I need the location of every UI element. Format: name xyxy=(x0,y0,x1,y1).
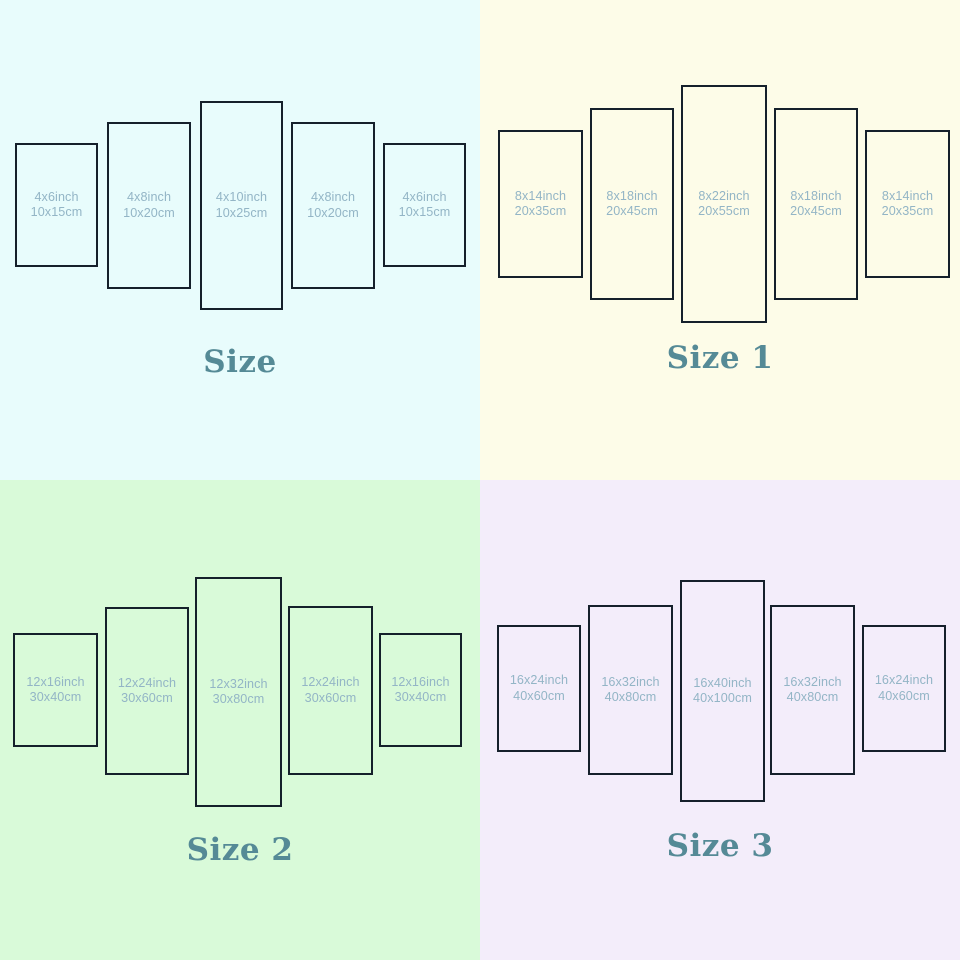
panel-size-inch: 8x18inch xyxy=(606,188,658,203)
panel-size-cm: 40x60cm xyxy=(513,688,565,703)
panel-size-cm: 30x40cm xyxy=(394,690,447,704)
panel-size-inch: 12x24inch xyxy=(301,675,360,690)
size-option-title: Size 2 xyxy=(186,832,294,868)
panel-size-cm: 20x45cm xyxy=(790,204,842,218)
panel-size-cm: 30x40cm xyxy=(29,690,82,704)
panel-size-cm: 20x45cm xyxy=(606,204,658,218)
panel-size-inch: 4x8inch xyxy=(310,190,356,205)
panel-size-inch: 12x16inch xyxy=(391,674,450,689)
panel-size-inch: 12x32inch xyxy=(209,676,268,691)
panel-size-inch: 4x10inch xyxy=(215,190,268,205)
panel-size-cm: 20x55cm xyxy=(698,204,750,218)
panel-size-cm: 10x25cm xyxy=(215,205,268,220)
panel-size-inch: 8x14inch xyxy=(881,188,934,203)
panel-size-cm: 20x35cm xyxy=(514,204,567,218)
panel-size-inch: 16x24inch xyxy=(509,673,569,688)
panel-size-inch: 4x6inch xyxy=(402,189,447,204)
panel-size-inch: 4x8inch xyxy=(126,190,172,205)
panel-size-cm: 10x15cm xyxy=(30,205,83,219)
panel-size-cm: 10x20cm xyxy=(307,205,359,220)
panel-size-cm: 30x80cm xyxy=(212,692,265,706)
panel-size-inch: 4x6inch xyxy=(34,189,79,204)
panel-size-inch: 8x18inch xyxy=(790,188,842,203)
size-option-title: Size xyxy=(203,344,277,380)
panel-size-cm: 30x60cm xyxy=(304,690,357,705)
panel-size-inch: 8x14inch xyxy=(514,188,567,203)
panel-size-cm: 40x60cm xyxy=(878,688,930,703)
panel-size-cm: 10x20cm xyxy=(123,205,175,220)
panel-size-inch: 16x32inch xyxy=(601,674,660,689)
panel-size-cm: 20x35cm xyxy=(881,204,934,218)
panel-size-inch: 12x16inch xyxy=(26,674,85,689)
panel-size-cm: 30x60cm xyxy=(121,691,173,705)
size-option-title: Size 1 xyxy=(666,340,774,376)
panel-size-cm: 40x100cm xyxy=(693,691,752,705)
panel-size-cm: 40x80cm xyxy=(786,690,839,704)
panel-size-inch: 16x24inch xyxy=(874,673,934,688)
panel-size-inch: 16x40inch xyxy=(693,675,752,690)
panel-size-inch: 16x32inch xyxy=(783,674,842,689)
panel-size-cm: 10x15cm xyxy=(398,205,451,219)
panel-size-inch: 8x22inch xyxy=(698,188,750,203)
size-option-title: Size 3 xyxy=(666,828,774,864)
panel-size-inch: 12x24inch xyxy=(117,675,177,690)
panel-size-cm: 40x80cm xyxy=(604,690,657,704)
